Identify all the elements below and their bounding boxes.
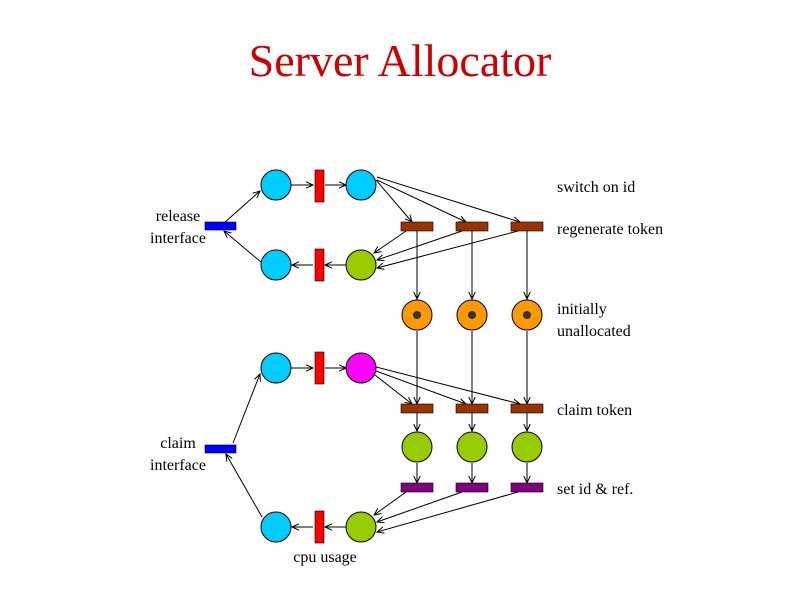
release-interface-label-line2: interface <box>150 230 206 247</box>
unallocated-place-2-token <box>468 311 476 319</box>
claim-interface-label-line1: claim <box>160 435 196 452</box>
release-ack-place <box>345 249 377 281</box>
arc-release-to-top-cyan <box>223 191 260 224</box>
release-interface-transition <box>204 221 237 231</box>
arc-brown3-to-green <box>377 230 519 268</box>
claim-token-transition-1 <box>400 403 434 414</box>
set-id-ref-transition-1 <box>400 482 434 493</box>
nodes-layer <box>204 169 544 544</box>
claim-transition-top <box>314 351 325 385</box>
set-id-ref-transition-2 <box>455 482 489 493</box>
arc-cyan2-to-brown1 <box>375 179 412 222</box>
arc-magenta-to-claim2 <box>375 370 466 404</box>
arc-brown2-to-green <box>377 230 463 260</box>
switch-on-id-label: switch on id <box>557 179 635 196</box>
arc-cyan2-to-brown2 <box>376 179 466 222</box>
claim-token-transition-3 <box>510 403 544 414</box>
arc-purple2-to-bottom-green <box>377 491 463 522</box>
arc-claim-to-upper-cyan <box>232 374 260 444</box>
arc-lower-cyan-to-release <box>224 231 262 263</box>
labels-layer: release interface claim interface switch… <box>150 179 663 566</box>
arcs-layer <box>223 176 527 532</box>
claim-request-place <box>345 352 377 384</box>
arc-magenta-to-claim3 <box>375 366 520 404</box>
claim-interface-label-line2: interface <box>150 457 206 474</box>
cpu-usage-label: cpu usage <box>293 549 357 566</box>
allocated-place-1 <box>401 431 433 463</box>
release-input-place <box>260 169 292 201</box>
allocated-place-2 <box>456 431 488 463</box>
regenerate-token-transition-3 <box>510 221 544 232</box>
claim-token-label: claim token <box>557 402 632 419</box>
claim-output-place <box>260 511 292 543</box>
arc-purple3-to-bottom-green <box>377 491 519 532</box>
regenerate-token-transition-1 <box>400 221 434 232</box>
claim-reply-place <box>345 511 377 543</box>
claim-interface-transition <box>204 444 237 454</box>
release-output-place <box>260 249 292 281</box>
claim-input-place <box>260 352 292 384</box>
slide-title: Server Allocator <box>248 35 552 86</box>
release-interface-label-line1: release <box>156 208 200 225</box>
arc-bottom-cyan-to-claim <box>226 454 263 518</box>
set-id-ref-label: set id & ref. <box>557 481 633 498</box>
claim-token-transition-2 <box>455 403 489 414</box>
arc-purple1-to-bottom-green <box>374 491 407 515</box>
regenerate-token-label: regenerate token <box>557 221 663 238</box>
release-transition-top <box>314 169 325 203</box>
initially-unallocated-label-line2: unallocated <box>557 323 631 340</box>
allocated-place-3 <box>511 431 543 463</box>
arc-cyan2-to-brown3 <box>376 176 520 222</box>
switch-on-id-place <box>345 169 377 201</box>
unallocated-place-1-token <box>413 311 421 319</box>
unallocated-place-3-token <box>523 311 531 319</box>
cpu-usage-transition <box>314 510 325 544</box>
release-transition-bottom <box>314 248 325 282</box>
set-id-ref-transition-3 <box>510 482 544 493</box>
arc-brown1-to-green <box>374 230 407 253</box>
arc-magenta-to-claim1 <box>374 374 412 404</box>
initially-unallocated-label-line1: initially <box>557 301 607 318</box>
regenerate-token-transition-2 <box>455 221 489 232</box>
